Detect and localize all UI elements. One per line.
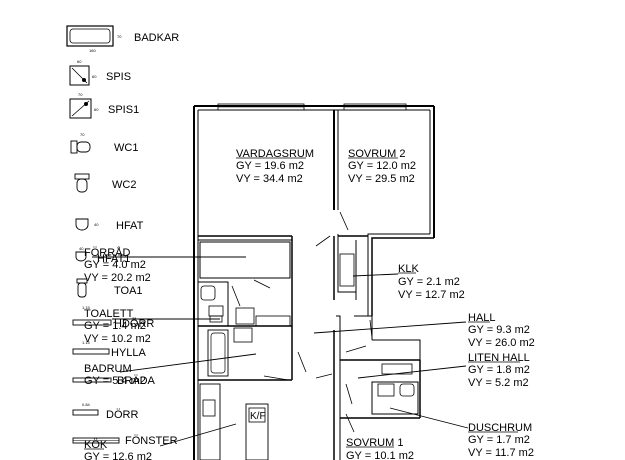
legend-spis1-label: SPIS1 (108, 104, 139, 116)
legend-badkar-size: 70 (117, 34, 122, 39)
legend-badkar-label: BADKAR (134, 32, 179, 44)
room-hall-gy: GY = 9.3 m2 (468, 324, 530, 336)
legend-hfat-label: HFAT (116, 220, 144, 232)
room-sovrum2-vy: VY = 29.5 m2 (348, 173, 415, 185)
room-vardagsrum-name: VARDAGSRUM (236, 148, 314, 160)
room-sovrum2-gy: GY = 12.0 m2 (348, 160, 416, 172)
room-klk-vy: VY = 12.7 m2 (398, 289, 465, 301)
legend: 160 70 BADKAR 60 60 SPIS 70 60 SPIS1 70 (66, 25, 179, 447)
room-liten-hall-vy: VY = 5.2 m2 (468, 377, 529, 389)
room-klk-gy: GY = 2.1 m2 (398, 276, 460, 288)
leader-lines (92, 256, 469, 447)
legend-spis1: 70 60 SPIS1 (69, 92, 139, 119)
legend-hfat: 40 HFAT (75, 218, 144, 232)
legend-hdorr-size: 1.15 (82, 305, 91, 310)
legend-wc2-label: WC2 (112, 179, 136, 191)
room-toalett-gy: GY = 1.4 m2 (84, 320, 146, 332)
legend-hdorr: 1.15 HDÖRR (72, 305, 154, 330)
legend-dorr-width: 0.84 (82, 402, 91, 407)
room-hall-vy: VY = 26.0 m2 (468, 337, 535, 349)
legend-badkar-width: 160 (89, 48, 96, 53)
room-sovrum1: SOVRUM 1 GY = 10.1 m2 (346, 437, 414, 460)
room-liten-hall-name: LITEN HALL (468, 352, 530, 364)
legend-wc1-label: WC1 (114, 142, 138, 154)
legend-brada-label: BRÄDA (117, 375, 156, 387)
legend-spis-label: SPIS (106, 71, 131, 83)
legend-brada: BRÄDA (72, 375, 156, 387)
room-sovrum2: SOVRUM 2 GY = 12.0 m2 VY = 29.5 m2 (348, 148, 416, 185)
room-duschrum-vy: VY = 11.7 m2 (468, 447, 534, 459)
room-labels: VARDAGSRUM GY = 19.6 m2 VY = 34.4 m2 SOV… (84, 148, 535, 460)
room-vardagsrum-gy: GY = 19.6 m2 (236, 160, 304, 172)
room-badrum-gy: GY = 5.4 m2 (84, 375, 146, 387)
legend-fonster: FÖNSTER (72, 435, 178, 447)
legend-spis1-size: 60 (94, 107, 99, 112)
fridge-freezer-label: K/F (250, 411, 266, 422)
legend-toa1: TOA1 (76, 278, 143, 298)
room-toalett: TOALETT GY = 1.4 m2 VY = 10.2 m2 (84, 308, 151, 345)
room-liten-hall-gy: GY = 1.8 m2 (468, 364, 530, 376)
room-hall: HALL GY = 9.3 m2 VY = 26.0 m2 (468, 312, 535, 349)
legend-hylla-label: HYLLA (111, 347, 147, 359)
room-vardagsrum: VARDAGSRUM GY = 19.6 m2 VY = 34.4 m2 (236, 148, 314, 185)
room-kok-name: KÖK (84, 439, 108, 451)
legend-hfat1: 40 HFAT1 (75, 246, 130, 265)
room-forrad-name: FÖRRÅD (84, 246, 131, 259)
room-hall-name: HALL (468, 312, 496, 324)
room-toalett-name: TOALETT (84, 308, 134, 320)
room-badrum: BADRUM GY = 5.4 m2 (84, 363, 146, 387)
legend-hylla: 1.15 HYLLA (72, 340, 147, 359)
legend-spis-width: 60 (77, 59, 82, 64)
walls (193, 103, 435, 460)
room-badrum-name: BADRUM (84, 363, 132, 375)
legend-wc2: WC2 (74, 173, 136, 193)
room-duschrum-gy: GY = 1.7 m2 (468, 434, 530, 446)
room-kok-gy: GY = 12.6 m2 (84, 451, 152, 460)
room-duschrum-name: DUSCHRUM (468, 422, 532, 434)
room-kok: KÖK GY = 12.6 m2 (84, 439, 152, 460)
legend-spis1-width: 70 (78, 92, 83, 97)
room-duschrum: DUSCHRUM GY = 1.7 m2 VY = 11.7 m2 (468, 422, 534, 459)
legend-fonster-label: FÖNSTER (125, 435, 178, 447)
legend-dorr-label: DÖRR (106, 409, 138, 421)
legend-hfat1-label: HFAT1 (97, 253, 130, 265)
room-klk: KLK GY = 2.1 m2 VY = 12.7 m2 (398, 263, 465, 301)
room-forrad: FÖRRÅD GY = 4.0 m2 VY = 20.2 m2 (84, 246, 151, 284)
room-sovrum1-gy: GY = 10.1 m2 (346, 450, 414, 460)
room-forrad-vy: VY = 20.2 m2 (84, 272, 151, 284)
room-toalett-vy: VY = 10.2 m2 (84, 333, 151, 345)
legend-dorr: 0.84 DÖRR (72, 402, 138, 421)
room-klk-name: KLK (398, 263, 419, 275)
legend-hdorr-label: HDÖRR (114, 318, 154, 330)
legend-spis-size: 60 (92, 74, 97, 79)
legend-toa1-label: TOA1 (114, 285, 143, 297)
legend-hfat-size: 40 (94, 222, 99, 227)
room-forrad-gy: GY = 4.0 m2 (84, 259, 146, 271)
room-vardagsrum-vy: VY = 34.4 m2 (236, 173, 303, 185)
room-sovrum2-name: SOVRUM 2 (348, 148, 405, 160)
legend-hylla-width: 1.15 (82, 340, 91, 345)
legend-hfat1-size: 40 (79, 246, 84, 251)
room-liten-hall: LITEN HALL GY = 1.8 m2 VY = 5.2 m2 (468, 352, 530, 389)
legend-badkar: 160 70 BADKAR (66, 25, 179, 53)
legend-wc1-size: 70 (80, 132, 85, 137)
room-sovrum1-name: SOVRUM 1 (346, 437, 403, 449)
legend-wc1: 70 WC1 (70, 132, 138, 154)
legend-spis: 60 60 SPIS (69, 59, 131, 86)
